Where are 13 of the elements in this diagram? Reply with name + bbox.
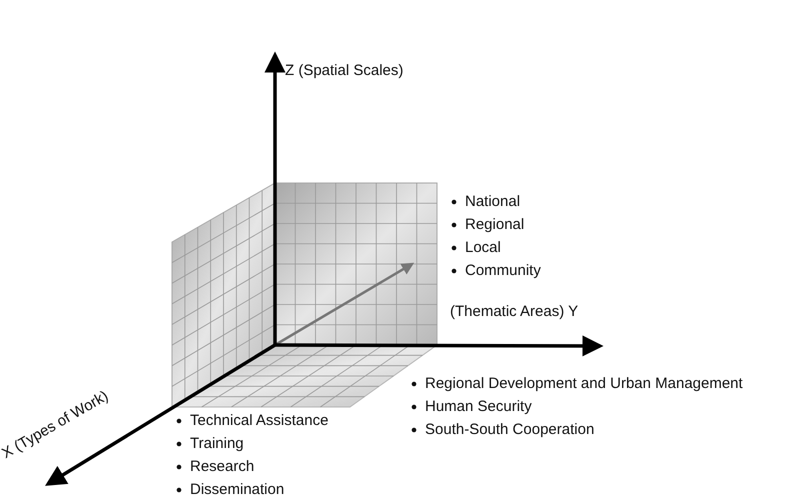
axis-label: Z (Spatial Scales) xyxy=(285,62,404,80)
list-item: Regional Development and Urban Management xyxy=(425,375,743,393)
list-item: Human Security xyxy=(425,398,532,416)
list-item: Training xyxy=(190,435,244,453)
list-item: Dissemination xyxy=(190,481,284,499)
list-item: Research xyxy=(190,458,254,476)
list-item: Community xyxy=(465,262,541,280)
axis-label: (Thematic Areas) Y xyxy=(450,303,578,321)
list-item: Regional xyxy=(465,216,524,234)
list-item: Technical Assistance xyxy=(190,412,328,430)
list-item: South-South Cooperation xyxy=(425,421,594,439)
list-item: National xyxy=(465,193,520,211)
list-item: Local xyxy=(465,239,501,257)
